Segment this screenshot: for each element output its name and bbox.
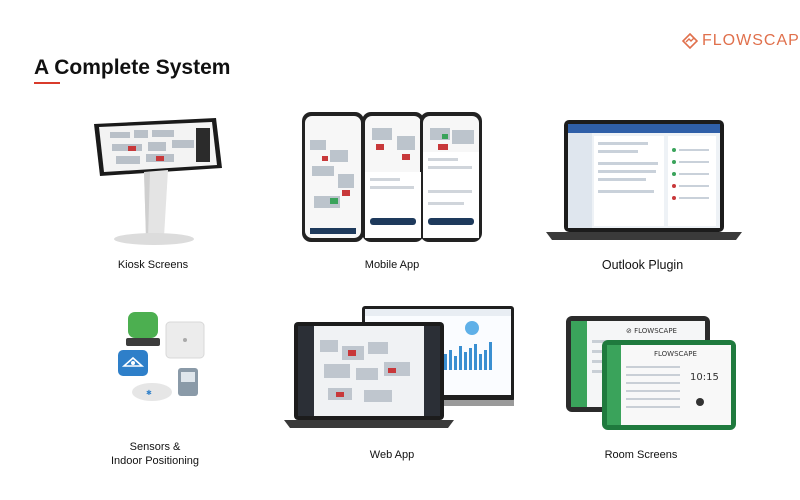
mobile-app-image [302,110,482,244]
room-screens-caption: Room Screens [604,449,678,461]
kiosk-caption: Kiosk Screens [117,259,189,271]
sensor-devices-icon: ✱ [118,312,205,401]
brand-name: FLOWSCAPE [702,32,800,49]
svg-text:⊘ FLOWSCAPE: ⊘ FLOWSCAPE [626,327,677,335]
brand-logo: FLOWSCAPE [682,32,800,50]
sensors-caption-line1: Sensors & [129,441,181,453]
page-title: A Complete System [34,56,231,79]
title-underline [34,82,60,84]
laptop-and-monitor-icon [284,306,514,428]
outlook-plugin-image [546,118,742,242]
room-screen-clock: 10:15 [690,372,719,383]
web-app-image [284,306,520,432]
room-screens-image: ⊘ FLOWSCAPE FLOWSCAPE 10:15 [566,314,736,434]
wall-tablets-icon: ⊘ FLOWSCAPE FLOWSCAPE 10:15 [566,316,736,430]
outlook-plugin-caption: Outlook Plugin [601,258,684,272]
mobile-app-caption: Mobile App [364,259,420,271]
web-app-caption: Web App [369,449,415,461]
smartphones-icon [302,112,482,242]
room-screen-brand: FLOWSCAPE [654,350,697,358]
flowscape-logo-icon [682,33,698,49]
sensors-caption-line2: Indoor Positioning [110,455,200,467]
kiosk-terminal-icon [94,118,222,245]
kiosk-image [88,112,228,247]
laptop-icon [546,120,742,240]
sensors-image: ✱ [108,310,214,406]
sensors-caption: Sensors & Indoor Positioning [90,440,220,468]
svg-text:✱: ✱ [146,389,152,397]
